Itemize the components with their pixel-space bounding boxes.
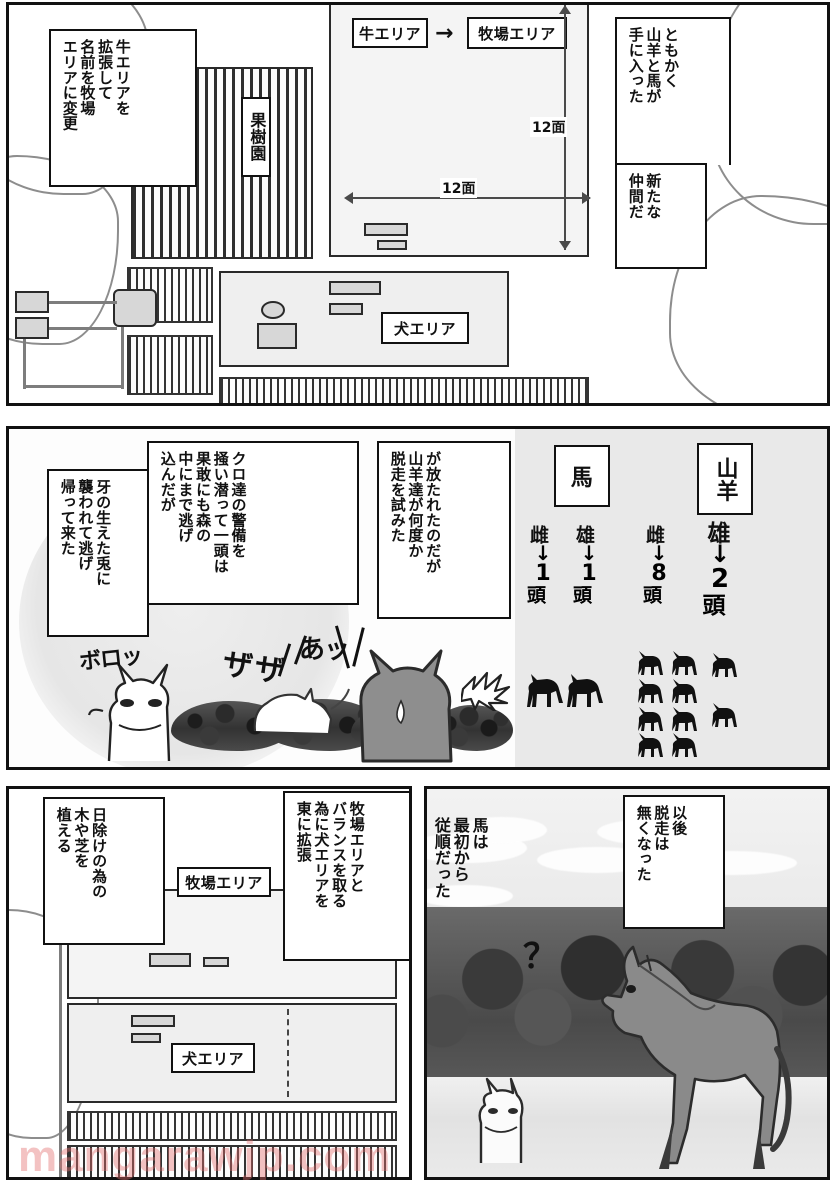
arrow-icon: → [435,21,454,46]
narration-box-got-animals: ともかく 山羊と馬が 手に入った [615,17,731,165]
narration-text: 新たな 仲間だ [626,173,663,219]
panel-2-goat-escape: ボロッ ザザ あッ が放たれたのだが 山羊達が何度か 脱走を試みた クロ達の警備… [6,426,830,770]
map-label-cow-area-old: 牛エリア [352,18,428,48]
stat-label-sex: 雌 [527,525,549,544]
shock-burst-icon [461,671,511,711]
terrain-outline-bottomright [669,195,827,403]
stat-count: 1 [535,561,551,586]
narration-text: 以後 脱走は 無くなった [634,805,689,882]
dimension-horizontal-label: 12面 [440,178,478,198]
map-label-pasture-area-lower: 牧場エリア [177,867,271,897]
down-arrow-icon: ↓ [650,541,668,565]
dimension-vertical: 12面 [530,5,594,255]
cloud-6 [427,885,513,907]
west-road-4 [23,385,123,388]
map-label-dog-area-lower: 犬エリア [171,1043,255,1073]
site-watermark: mangarawjp.com [18,1132,392,1181]
narration-box-expand-dog-area: 牧場エリアと バランスを取る 為に犬エリアを 東に拡張 [283,791,409,961]
west-road-5 [121,327,124,389]
stat-horse-female: 雌 ↓ 1 頭 [524,525,561,605]
goat-escaping-illustration [253,687,350,734]
narration-text: 牛エリアを 拡張して 名前を牧場 エリアに変更 [60,39,132,131]
west-building-a [15,291,49,313]
narration-text: 牧場エリアと バランスを取る 為に犬エリアを 東に拡張 [294,801,366,909]
narration-box-goats-released: が放たれたのだが 山羊達が何度か 脱走を試みた [377,441,511,619]
pasture-shed-expanded-b [203,957,229,967]
stat-title-horse: 馬 [554,445,610,507]
narration-text: 日除けの為の 木や芝を 植える [54,807,109,899]
dog-pond [261,301,285,319]
stat-goat-female: 雌 ↓ 8 頭 [640,525,677,605]
narration-text: クロ達の警備を 掻い潜って一頭は 果敢にも森の 中にまで逃げ 込んだが [158,451,248,574]
sfx-zaza: ザザ [220,646,289,691]
narration-text: ともかく 山羊と馬が 手に入った [626,27,681,104]
question-mark-icon: ？ [523,937,557,977]
stat-count: 8 [651,561,667,586]
horse-illustration [601,945,792,1169]
dog-house-expanded-a [131,1015,175,1027]
stat-count: 1 [581,561,597,586]
dog-house-a [329,281,381,295]
goat-female-icon-group [635,651,705,759]
photo-scene: ？ 馬は 最初から 従順だった [427,789,827,1177]
stat-unit: 頭 [570,585,592,605]
map-label-dog-area: 犬エリア [381,312,469,344]
caption-horse-obedient: 馬は 最初から 従順だった [431,817,489,899]
west-building-c [113,289,157,327]
narration-box-fanged-rabbit: 牙の生えた兎に 襲われて逃げ 帰って来た [47,469,149,637]
pasture-shed-b [377,240,407,250]
stat-label-sex: 雄 [573,525,595,544]
stat-count: 2 [710,563,730,594]
narration-box-shade-trees: 日除けの為の 木や芝を 植える [43,797,165,945]
west-building-b [15,317,49,339]
map-label-orchard: 果樹園 [241,97,271,177]
dimension-vertical-label: 12面 [530,117,568,137]
narration-box-rename-area: 牛エリアを 拡張して 名前を牧場 エリアに変更 [49,29,197,187]
dog-house-b [329,303,363,315]
goat-male-icon-group [709,653,745,743]
narration-text: が放たれたのだが 山羊達が何度か 脱走を試みた [388,451,443,574]
crop-strip-lower-2 [67,1145,397,1177]
crop-strip-3 [219,377,589,403]
down-arrow-icon: ↓ [580,541,598,565]
dog-area-divider-dashed [287,1009,289,1097]
goat-outline-illustration [87,663,171,762]
dog-house-expanded-b [131,1033,161,1043]
panel-4-horse-photo: ？ 馬は 最初から 従順だった 以後 脱走は 無くなった [424,786,830,1180]
kuro-dog-illustration [359,649,453,763]
down-arrow-icon: ↓ [534,541,552,565]
narration-box-new-companions: 新たな 仲間だ [615,163,707,269]
down-arrow-icon: ↓ [709,540,731,568]
goat-illustration-photo [478,1077,524,1163]
west-road-3 [23,339,26,389]
panel-1-farm-map: 果樹園 犬エリア 牛エリア → 牧場エリア 12面 [6,2,830,406]
sfx-boro: ボロッ [78,643,144,676]
map-label-pasture-area-new: 牧場エリア [467,17,567,49]
stat-unit: 頭 [640,585,662,605]
cloud-2 [457,817,547,843]
stat-goat-male: 雄 ↓ 2 頭 [698,521,741,616]
sfx-a: あッ [299,635,350,665]
narration-box-into-forest: クロ達の警備を 掻い潜って一頭は 果敢にも森の 中にまで逃げ 込んだが [147,441,359,605]
crop-strip-lower-1 [67,1111,397,1141]
stat-unit: 頭 [524,585,546,605]
horse-icon-group [521,669,611,709]
stat-unit: 頭 [698,592,724,616]
panel-3-expansion-map: 犬エリア 牧場エリア 日除けの為の 木や芝を 植える 牧場エリアと バランスを取… [6,786,412,1180]
stat-label-sex: 雌 [643,525,665,544]
pasture-shed-a [364,223,408,236]
crop-strip-2 [127,335,213,395]
west-road-1 [49,301,117,304]
stat-horse-male: 雄 ↓ 1 頭 [570,525,607,605]
lower-road-vertical [59,897,62,1177]
pasture-shed-expanded-a [149,953,191,967]
narration-text: 牙の生えた兎に 襲われて逃げ 帰って来た [58,479,113,587]
dog-house-c [257,323,297,349]
stat-title-goat: 山羊 [697,443,753,515]
west-road-2 [49,327,117,330]
stat-label-sex: 雄 [703,521,729,544]
dimension-horizontal: 12面 [344,178,594,210]
narration-box-no-more-escape: 以後 脱走は 無くなった [623,795,725,929]
